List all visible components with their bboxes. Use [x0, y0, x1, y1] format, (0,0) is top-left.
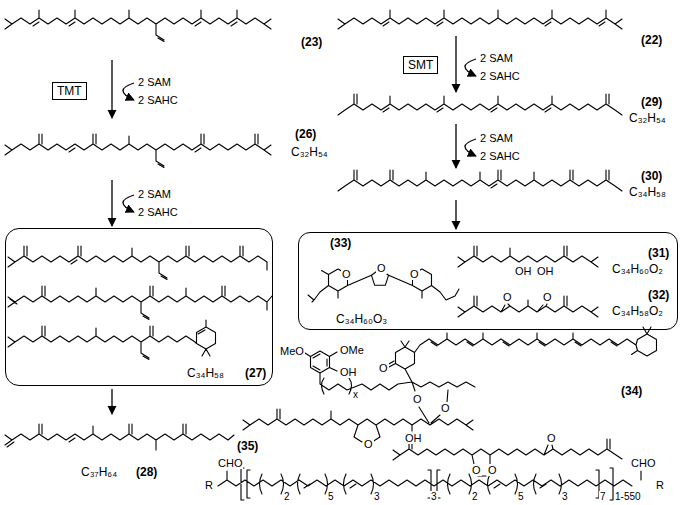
chain-27b: [8, 286, 272, 320]
chain-29: [338, 94, 622, 115]
compound-number: (33): [329, 237, 352, 250]
repeat-subscript: 7: [599, 491, 607, 502]
enzyme-box: TMT: [52, 82, 87, 100]
compound-number: (34): [620, 385, 643, 398]
atom-label: OH: [339, 366, 358, 378]
enzyme-box: SMT: [403, 56, 438, 74]
chain-22: [338, 10, 622, 29]
cofactor-label: 2 SAM: [137, 188, 172, 200]
chain-30: [338, 170, 622, 191]
compound-number: (30): [640, 170, 663, 183]
chain-28: [5, 424, 234, 450]
compound-number: (29): [640, 96, 663, 109]
atom-label: O: [409, 268, 420, 280]
molecular-formula: C₃₄H₆₀O₂: [611, 263, 664, 276]
cofactor-arrow: [465, 59, 476, 76]
enzyme-name: TMT: [57, 84, 82, 98]
atom-label: CHO: [630, 457, 656, 469]
molecular-formula: C₃₄H₅₈O₂: [611, 305, 664, 318]
product-group-box: (33) C₃₄H₆₀O₃ (31) C₃₄H₆₀O₂ (32) C₃₄H₅₈O₂: [298, 232, 678, 330]
compound-number: (35): [236, 440, 259, 453]
cofactor-label: 2 SAHC: [137, 94, 179, 106]
reaction-arrow: [455, 124, 456, 168]
compound-number: (27): [244, 367, 267, 380]
cofactor-arrow: [123, 83, 134, 100]
cofactor-label: 2 SAHC: [479, 70, 521, 82]
cofactor-label: 2 SAHC: [479, 150, 521, 162]
repeat-subscript: x: [352, 389, 359, 400]
atom-label: OH: [404, 432, 423, 444]
atom-label: OH: [514, 265, 533, 277]
atom-label: O: [546, 432, 557, 444]
cofactor-arrow: [465, 139, 476, 156]
chain-26: [5, 134, 271, 168]
atom-label: OMe: [339, 344, 365, 356]
molecular-formula: C₃₄H₆₀O₃: [335, 313, 388, 326]
reaction-arrow: [111, 389, 112, 414]
atom-label: O: [542, 291, 553, 303]
atom-label: CHO: [217, 457, 243, 469]
compound-number: (26): [294, 128, 317, 141]
atom-label: O: [363, 438, 374, 450]
compound-number: (23): [300, 36, 323, 49]
repeat-subscript: 2: [283, 491, 291, 502]
molecular-formula: C₃₇H₆₄: [80, 466, 118, 479]
compound-number: (22): [640, 34, 663, 47]
atom-label: MeO: [279, 345, 305, 357]
reaction-arrow: [111, 180, 112, 226]
cofactor-label: 2 SAM: [137, 76, 172, 88]
structure-34: [243, 327, 657, 442]
atom-label: O: [378, 362, 389, 374]
repeat-subscript: 5: [517, 491, 525, 502]
atom-label: O: [412, 393, 423, 405]
atom-label: R: [655, 479, 665, 491]
repeat-subscript: 1-550: [614, 491, 642, 502]
repeat-subscript: 3: [373, 491, 381, 502]
compound-number: (28): [135, 466, 158, 479]
atom-label: O: [502, 291, 513, 303]
cofactor-label: 2 SAM: [479, 52, 514, 64]
chain-27c: [8, 320, 216, 360]
atom-label: O: [471, 464, 482, 476]
molecular-formula: C₃₄H₅₈: [186, 367, 225, 380]
cofactor-arrow: [123, 195, 134, 212]
molecular-formula: C₃₂H₅₄: [290, 146, 329, 159]
compound-number: (31): [647, 247, 670, 260]
atom-label: O: [440, 402, 451, 414]
molecular-formula: C₃₄H₅₈: [628, 186, 667, 199]
molecular-formula: C₃₂H₅₄: [628, 112, 667, 125]
atom-label: O: [341, 268, 352, 280]
chain-23: [5, 10, 271, 42]
cofactor-label: 2 SAHC: [137, 206, 179, 218]
atom-label: OH: [536, 265, 555, 277]
chain-27a: [8, 246, 267, 280]
reaction-arrow: [455, 36, 456, 92]
repeat-subscript: 2: [471, 491, 479, 502]
cofactor-label: 2 SAM: [479, 132, 514, 144]
reaction-arrow: [111, 60, 112, 118]
reaction-arrow: [455, 200, 456, 229]
atom-label: O: [376, 262, 387, 274]
atom-label: R: [204, 479, 214, 491]
repeat-subscript: 3: [561, 491, 569, 502]
chain-32: [458, 296, 598, 317]
chain-31: [458, 246, 598, 267]
repeat-subscript: 5: [327, 491, 335, 502]
product-group-box: C₃₄H₅₈ (27): [5, 228, 273, 386]
repeat-subscript: 3: [430, 491, 438, 502]
enzyme-name: SMT: [408, 58, 433, 72]
compound-number: (32): [647, 289, 670, 302]
atom-label: O: [487, 464, 498, 476]
